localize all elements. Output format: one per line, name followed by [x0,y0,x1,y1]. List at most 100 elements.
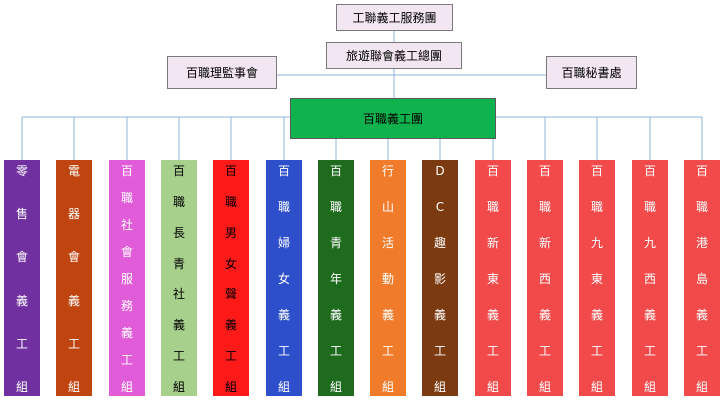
group-label-char: 島 [695,272,708,286]
group-label-char: 東 [486,272,499,286]
group-label-char: 影 [433,272,446,286]
group-label-char: 工 [67,336,80,351]
group-label-char: 工 [15,336,28,351]
group-label-char: 義 [695,308,708,322]
group-label-char: 職 [120,191,133,205]
group-label-char: 組 [381,380,394,394]
group-label-char: 義 [329,308,342,322]
group-column: 百職婦女義工組 [266,160,302,396]
group-label-char: 工 [277,344,290,358]
top-unit-label: 工聯義工服務團 [352,11,437,25]
group-label-char: 義 [643,308,656,322]
group-label-char: 組 [695,380,708,394]
group-column: 百職九西義工組 [632,160,668,396]
group-label-char: 工 [120,353,133,367]
group-label-char: 義 [277,308,290,322]
group-label-char: 百 [224,164,237,178]
group-label-char: 聲 [224,287,237,302]
group-label-char: D [435,164,445,178]
group-label-char: 女 [224,256,237,271]
group-label-char: 組 [590,380,603,394]
group-column: 電器會義工組 [56,160,92,396]
group-label-char: 會 [120,245,133,259]
group-label-char: 社 [120,218,133,232]
group-column: 百職新東義工組 [475,160,511,396]
group-label-char: 百 [277,164,290,178]
group-label-char: 百 [329,164,342,178]
group-label-char: 婦 [277,236,290,250]
group-label-char: 工 [538,344,551,358]
group-label-char: 義 [381,308,394,322]
group-label-char: 女 [277,272,290,286]
group-label-char: 百 [486,164,499,178]
group-label-char: 義 [486,308,499,322]
parent-unit-label: 旅遊聯會義工總團 [345,49,442,63]
main-unit-box: 百職義工團 [290,98,496,139]
group-label-char: 組 [67,379,80,394]
left-unit-label: 百職理監事會 [185,66,258,80]
group-column: 百職社會服務義工組 [109,160,145,396]
group-label-char: 長 [172,225,185,240]
group-label-char: 工 [329,344,342,358]
group-column: 百職港島義工組 [684,160,720,396]
group-label-char: 職 [695,200,708,214]
group-label-char: 工 [433,344,446,358]
group-label-char: 組 [538,380,551,394]
group-column: 百職長青社義工組 [161,160,197,396]
group-label-char: 工 [172,349,185,364]
group-label-char: 職 [590,200,603,214]
group-label-char: 義 [538,308,551,322]
group-label-char: 售 [15,207,28,222]
group-label-char: 工 [224,349,237,364]
group-column: 百職青年義工組 [318,160,354,396]
group-label-char: 青 [172,256,185,271]
group-column: 行山活動義工組 [370,160,406,396]
group-column: 零售會義工組 [4,160,40,396]
group-label-char: 義 [590,308,603,322]
group-label-char: 百 [120,164,133,178]
group-label-char: 義 [15,293,28,308]
group-label-char: 工 [590,344,603,358]
group-label-char: 組 [277,380,290,394]
group-label-char: 義 [67,293,80,308]
group-label-char: 組 [643,380,656,394]
group-label-char: 九 [590,236,603,250]
group-label-char: 山 [381,200,394,214]
group-label-char: 工 [486,344,499,358]
right-unit-label: 百職秘書處 [561,66,622,80]
group-label-char: 職 [277,200,290,214]
group-label-char: 男 [224,225,237,240]
parent-unit-box: 旅遊聯會義工總團 [326,42,462,69]
group-label-char: 義 [172,318,185,333]
group-label-char: 職 [224,194,237,209]
group-label-char: 職 [486,200,499,214]
group-label-char: 義 [120,326,133,340]
group-label-char: 會 [67,250,80,265]
group-label-char: 服 [120,272,133,286]
group-label-char: 組 [172,379,185,394]
group-column: 百職新西義工組 [527,160,563,396]
group-label-char: 義 [224,318,237,333]
group-label-char: 行 [381,164,394,178]
group-label-char: 新 [538,236,551,250]
left-unit-box: 百職理監事會 [167,56,277,89]
group-label-char: 零 [15,164,28,178]
group-label-char: 西 [643,272,656,286]
group-label-char: 港 [695,236,708,250]
group-label-char: 職 [172,194,185,209]
group-label-char: 工 [643,344,656,358]
group-label-char: 組 [120,380,133,394]
group-label-char: 活 [381,236,394,250]
group-label-char: 年 [329,272,342,286]
group-label-char: 職 [643,200,656,214]
group-label-char: 職 [329,200,342,214]
group-label-char: 義 [433,308,446,322]
group-label-char: 動 [381,272,394,286]
group-label-char: 組 [486,380,499,394]
group-label-char: 組 [433,380,446,394]
group-label-char: 百 [538,164,551,178]
group-label-char: C [435,200,445,214]
group-label-char: 百 [695,164,708,178]
group-label-char: 青 [329,236,342,250]
